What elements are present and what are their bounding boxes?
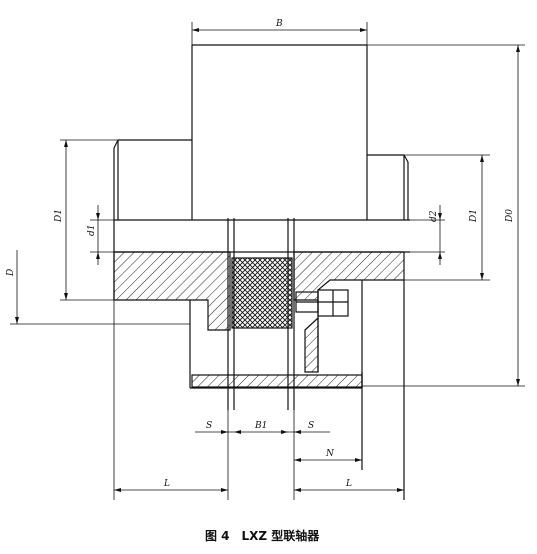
label-L-right: L xyxy=(345,479,352,489)
left-flange-section xyxy=(113,251,231,331)
label-B: B xyxy=(275,19,283,29)
right-flange-section xyxy=(293,251,405,301)
label-B1: B1 xyxy=(254,421,267,431)
label-D: D xyxy=(6,269,16,277)
sleeve-upper xyxy=(191,44,368,220)
figure-caption: 图 4 LXZ 型联轴器 xyxy=(205,528,320,543)
label-d2: d2 xyxy=(429,210,439,222)
label-D1-left: D1 xyxy=(54,209,64,223)
elastic-element xyxy=(231,257,293,329)
label-L-left: L xyxy=(163,479,170,489)
label-S-right: S xyxy=(308,421,314,431)
label-S-left: S xyxy=(206,421,212,431)
label-D1-right: D1 xyxy=(469,209,479,223)
bolt xyxy=(295,289,349,317)
label-N: N xyxy=(325,449,335,459)
left-hub xyxy=(113,139,192,220)
right-hub xyxy=(367,154,409,220)
label-d1: d1 xyxy=(87,225,97,237)
label-D0: D0 xyxy=(505,209,515,223)
